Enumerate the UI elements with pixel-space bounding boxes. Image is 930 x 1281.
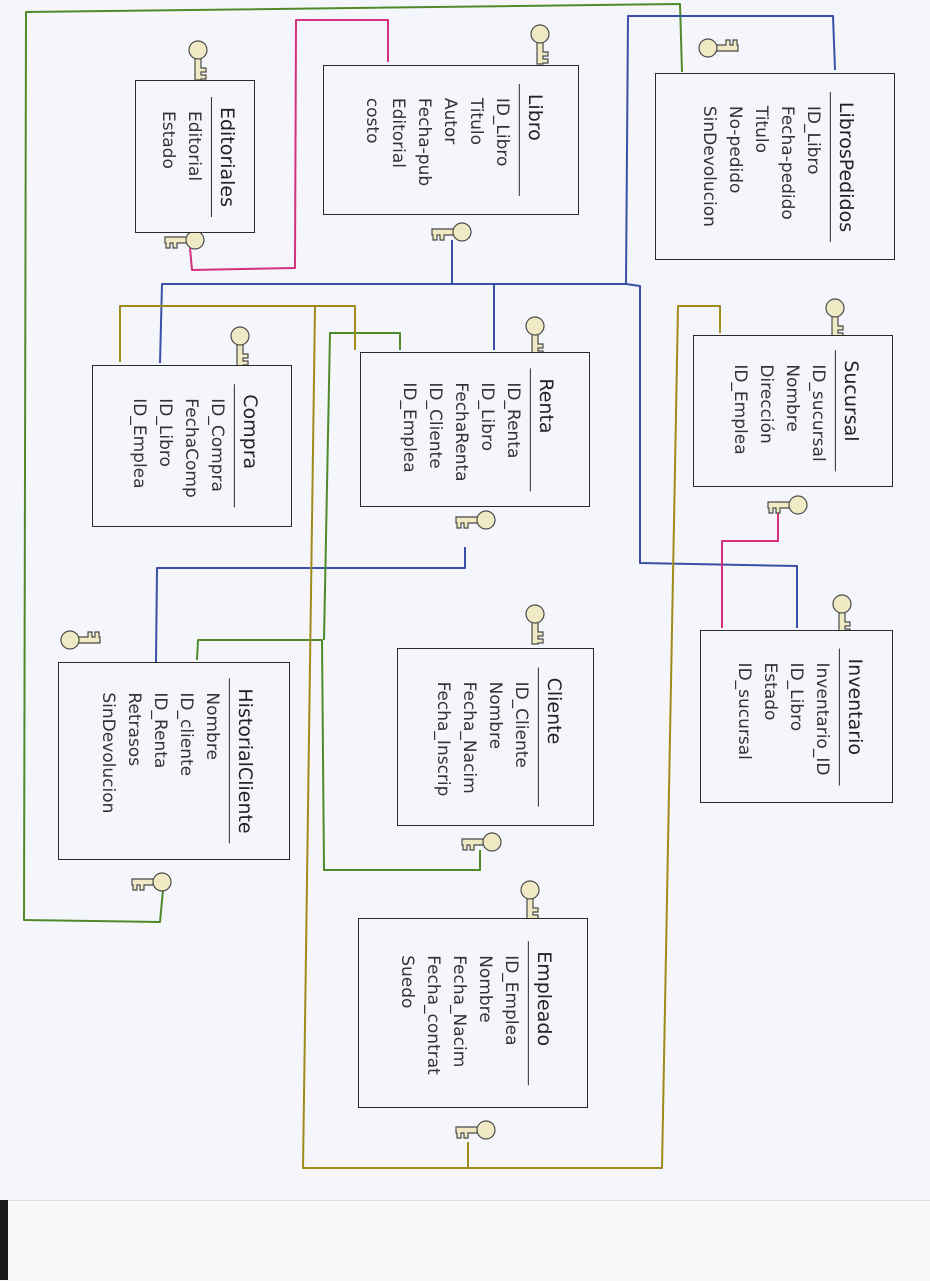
entity-field: SinDevolucion — [699, 105, 720, 227]
entity-field: FechaRenta — [450, 381, 471, 482]
entity-title: Libro — [518, 83, 548, 197]
entity-field: Nombre — [474, 955, 495, 1023]
relationship-line-green — [323, 332, 401, 641]
key-icon — [832, 594, 852, 635]
entity-title: Inventario — [838, 648, 868, 785]
key-icon — [230, 326, 250, 367]
entity-field: Fecha_contrat — [423, 955, 444, 1075]
relationship-line-pink — [189, 19, 389, 271]
key-icon — [164, 230, 205, 250]
entity-field: ID_Cliente — [510, 681, 531, 768]
entity-title: Sucursal — [834, 350, 864, 472]
entity-field: Nombre — [201, 692, 222, 760]
key-icon — [825, 298, 845, 339]
entity-field: Nombre — [781, 364, 802, 432]
relationship-line-pink — [721, 510, 779, 628]
entity-field: No-pedido — [725, 105, 746, 193]
entity-field: Nombre — [484, 681, 505, 750]
entity-field: Suedo — [397, 955, 418, 1009]
key-icon — [767, 495, 808, 515]
key-icon — [455, 1120, 496, 1140]
entity-title: Compra — [233, 384, 263, 508]
scan-margin — [0, 1200, 930, 1281]
key-icon — [131, 872, 172, 892]
entity-field: ID_Renta — [502, 381, 523, 458]
key-icon — [525, 316, 545, 357]
key-icon — [188, 40, 208, 81]
entity-title: Editoriales — [210, 96, 240, 217]
relationship-line-blue — [625, 283, 798, 628]
relationship-line-blue — [452, 283, 495, 350]
entity-field: costo — [362, 97, 383, 144]
entity-field: FechaComp — [180, 398, 201, 498]
entity-title: Renta — [529, 367, 559, 492]
entity-field: ID_Emplea — [500, 955, 521, 1046]
key-icon — [525, 604, 545, 645]
scan-edge — [0, 1200, 8, 1280]
key-icon — [520, 880, 540, 921]
entity-field: ID_Libro — [155, 398, 175, 467]
entity-field: Dirección — [756, 364, 776, 444]
key-icon — [455, 510, 496, 530]
entity-field: Titulo — [750, 105, 771, 153]
entity-title: HistorialCliente — [228, 678, 258, 844]
entity-field: ID_Compra — [206, 398, 227, 492]
entity-title: Cliente — [537, 667, 567, 807]
entity-field: Fecha-pedido — [776, 105, 797, 220]
key-icon — [461, 832, 502, 852]
entity-field: ID_Renta — [149, 692, 170, 769]
entity-field: Fecha_Inscrip — [432, 681, 453, 797]
entity-field: Titulo — [465, 97, 486, 145]
relationship-line-blue — [452, 15, 836, 285]
entity-field: Retrasos — [124, 692, 145, 767]
relationship-line-green — [196, 639, 481, 871]
key-icon — [431, 222, 472, 242]
entity-field: ID_Libro — [476, 381, 497, 451]
entity-field: ID_Cliente — [425, 381, 446, 469]
entity-field: Fecha_Nacim — [448, 955, 469, 1068]
relationship-line-blue — [159, 240, 453, 364]
entity-field: Editorial — [388, 97, 409, 169]
entity-title: LibrosPedidos — [829, 91, 859, 242]
entity-field: Fecha_Nacim — [458, 681, 479, 794]
key-icon — [530, 24, 550, 65]
entity-field: Inventario_ID — [811, 662, 832, 775]
entity-field: Autor — [439, 97, 460, 145]
entity-field: ID_sucursal — [807, 364, 828, 462]
entity-field: ID_Libro — [785, 662, 806, 731]
entity-field: ID_Emplea — [730, 364, 751, 455]
entity-field: Estado — [759, 662, 780, 720]
entity-field: SinDevolucion — [98, 692, 119, 814]
entity-field: ID_cliente — [175, 692, 196, 777]
relationship-line-olive — [468, 305, 721, 1169]
key-icon — [698, 38, 739, 58]
entity-field: ID_Libro — [802, 105, 823, 174]
entity-field: ID_sucursal — [733, 662, 754, 760]
entity-title: Empleado — [527, 941, 557, 1085]
relationship-line-olive — [302, 305, 469, 1169]
entity-field: Estado — [158, 110, 178, 169]
entity-field: ID_Emplea — [129, 398, 150, 489]
entity-field: Fecha-pub — [414, 97, 434, 187]
entity-field: ID_Emplea — [399, 381, 420, 473]
key-icon — [60, 630, 101, 650]
entity-field: Editorial — [183, 110, 204, 181]
entity-field: ID_Libro — [491, 97, 512, 167]
relationship-line-olive — [119, 305, 356, 362]
